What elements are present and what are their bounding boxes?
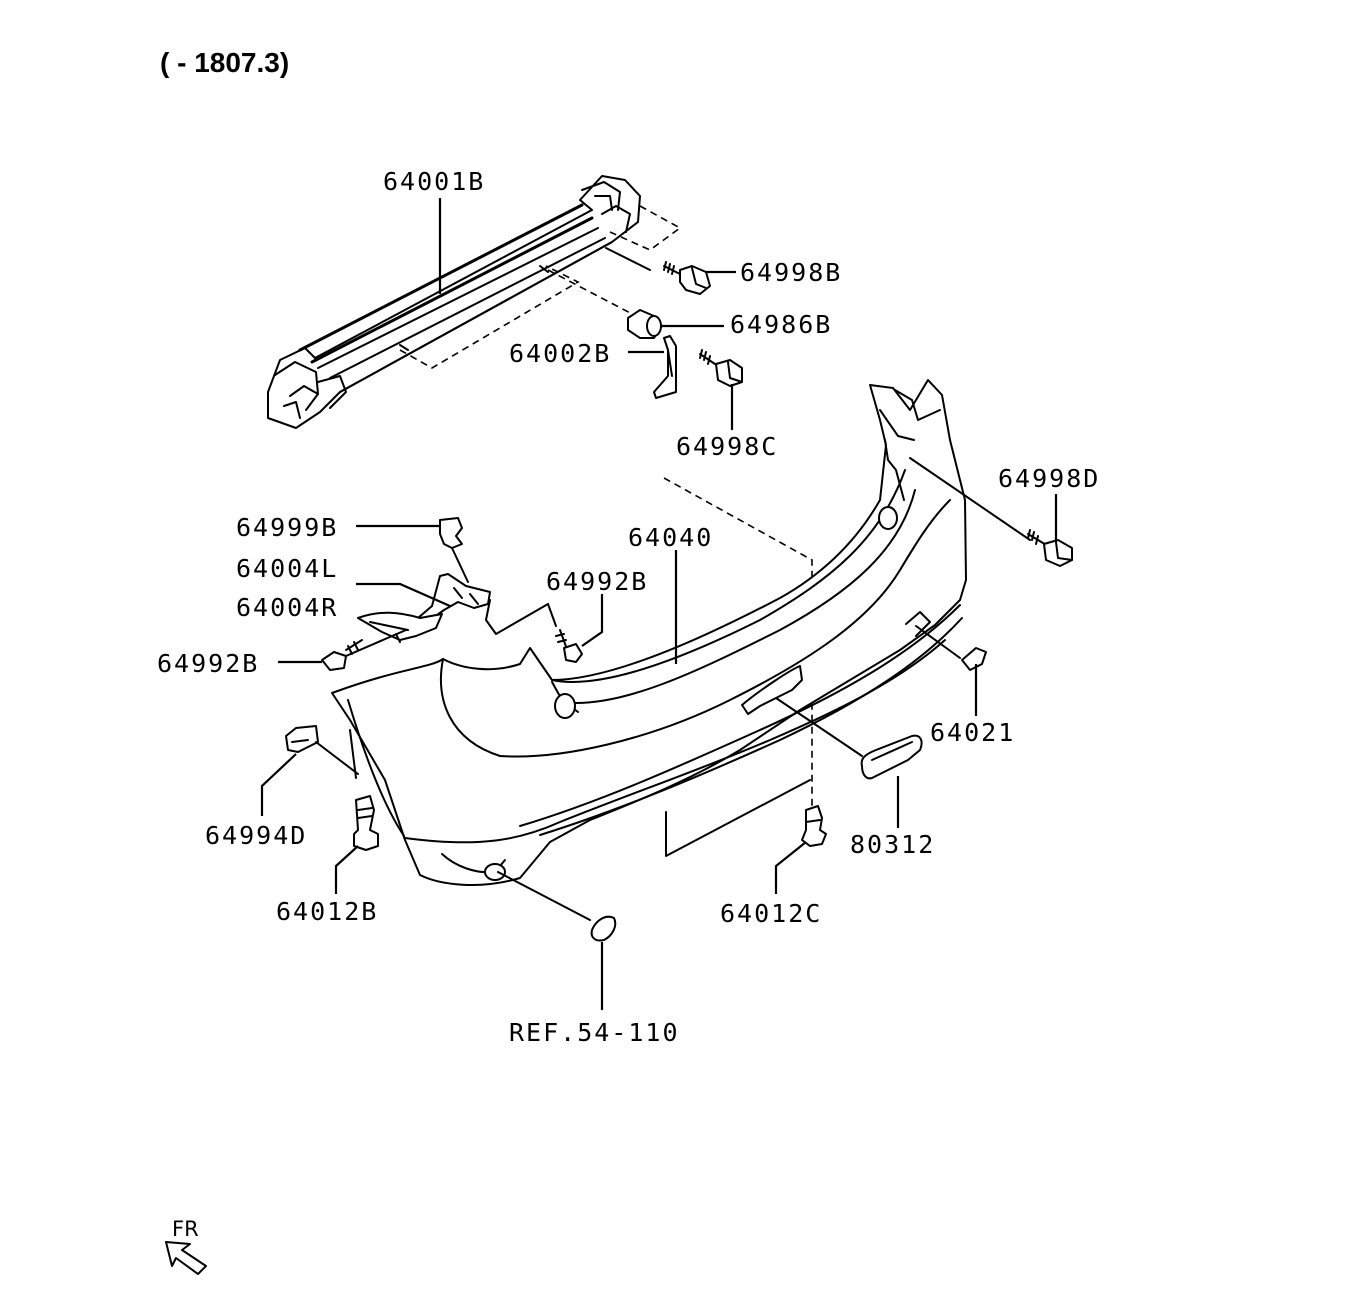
bolt-64998C (699, 349, 743, 387)
part-label-64998B: 64998B (740, 258, 842, 287)
part-label-64002B: 64002B (509, 339, 611, 368)
clip-guide-line (485, 599, 549, 635)
part-labels: 64001B 64998B 64986B 64002B 64998C 64998… (157, 167, 1100, 1047)
part-label-64999B: 64999B (236, 513, 338, 542)
beam-mount-guide (399, 265, 580, 369)
screw-64992B-lower (321, 639, 363, 671)
part-label-64021: 64021 (930, 718, 1015, 747)
beam-stopper-guide (547, 269, 637, 317)
front-direction-indicator: FR (165, 1217, 207, 1275)
part-label-64004L: 64004L (236, 554, 338, 583)
screw-64992B-upper (555, 629, 583, 663)
front-arrow-icon (165, 1241, 207, 1275)
beam-bolt-guide (609, 205, 682, 251)
part-label-64992B-lower: 64992B (157, 649, 259, 678)
bumper-fascia (331, 379, 967, 886)
bolt-64998B (663, 261, 711, 295)
leader-lines (260, 198, 1058, 1010)
part-label-64004R: 64004R (236, 593, 338, 622)
ref-cap (590, 915, 617, 942)
diagram-title: ( - 1807.3) (160, 47, 289, 78)
bolt-64998D (1027, 529, 1073, 567)
part-label-80312: 80312 (850, 830, 935, 859)
clip-64999B (439, 517, 463, 549)
part-label-64998C: 64998C (676, 432, 778, 461)
part-label-64998D: 64998D (998, 464, 1100, 493)
bracket-64002B (653, 335, 677, 399)
reflector-guide (775, 697, 863, 757)
side-bracket-64004R (357, 611, 443, 643)
pad-guide (315, 741, 359, 775)
fastener-64012C (801, 805, 827, 847)
beam-bolt-guide-line (605, 247, 651, 271)
clip-guide-line-2 (547, 603, 557, 627)
part-label-ref-54-110: REF.54-110 (509, 1018, 680, 1047)
bolt-64998D-guide (909, 457, 1031, 541)
part-label-64994D: 64994D (205, 821, 307, 850)
reflector-80312 (860, 734, 923, 780)
part-label-64992B-upper: 64992B (546, 567, 648, 596)
ref-cap-guide (497, 871, 591, 921)
front-label: FR (172, 1217, 199, 1241)
pad-guide-2 (349, 729, 357, 779)
fastener-64012B (353, 795, 379, 851)
cap-64021 (961, 647, 987, 671)
pad-64994D (285, 725, 319, 753)
stopper-64986B (627, 309, 663, 339)
part-label-64986B: 64986B (730, 310, 832, 339)
fascia-lower-guide (665, 779, 811, 857)
part-label-64012C: 64012C (720, 899, 822, 928)
center-mount-guide (663, 477, 813, 820)
clip-64999B-guide (451, 547, 469, 583)
screw-lower-guide (345, 629, 407, 657)
reinforcement-beam (267, 175, 641, 429)
part-label-64012B: 64012B (276, 897, 378, 926)
part-label-64001B: 64001B (383, 167, 485, 196)
cap-64021-guide (915, 625, 961, 659)
part-label-64040: 64040 (628, 523, 713, 552)
